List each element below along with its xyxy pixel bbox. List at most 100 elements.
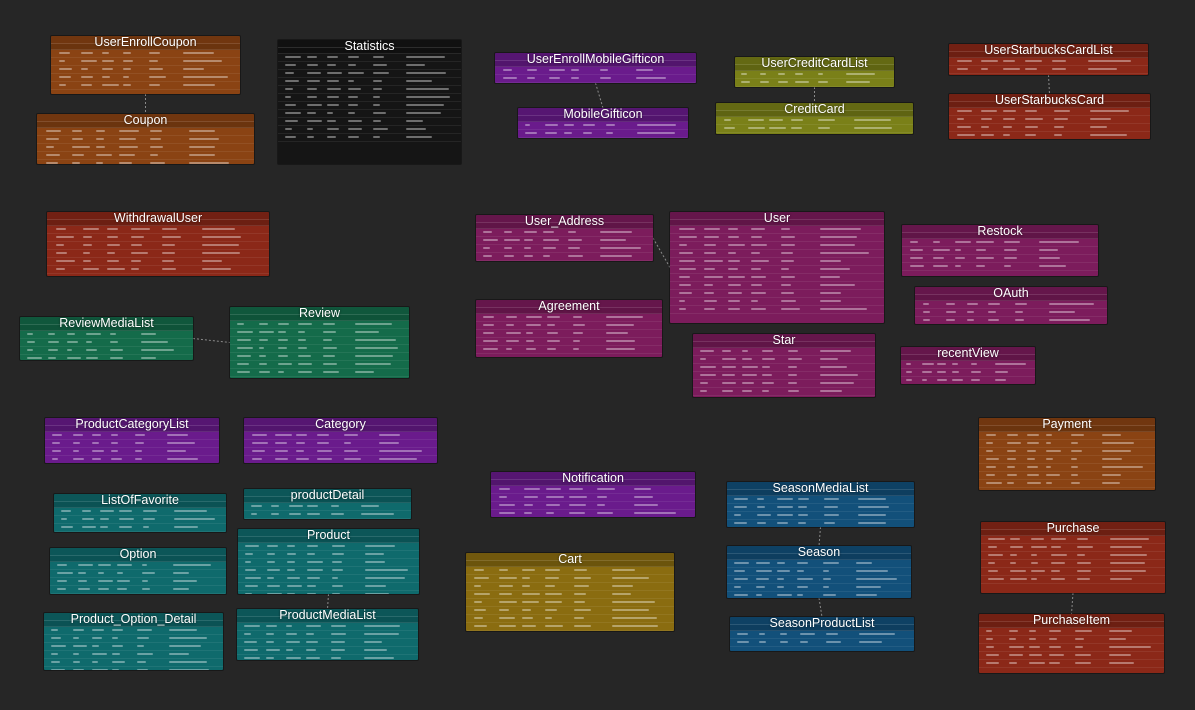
column-row[interactable] <box>901 377 1035 384</box>
entity-product[interactable]: Product <box>238 529 419 594</box>
column-row[interactable] <box>670 306 884 314</box>
column-row[interactable] <box>230 361 409 369</box>
column-row[interactable] <box>979 464 1155 472</box>
column-row[interactable] <box>278 118 461 126</box>
column-row[interactable] <box>949 116 1150 124</box>
column-row[interactable] <box>670 290 884 298</box>
entity-user-address[interactable]: User_Address <box>476 215 653 261</box>
column-row[interactable] <box>670 250 884 258</box>
column-row[interactable] <box>979 432 1155 440</box>
column-row[interactable] <box>902 247 1098 255</box>
column-row[interactable] <box>20 355 193 360</box>
column-row[interactable] <box>37 128 254 136</box>
entity-creditcard[interactable]: CreditCard <box>716 103 913 134</box>
column-row[interactable] <box>727 584 911 592</box>
column-row[interactable] <box>727 504 914 512</box>
column-row[interactable] <box>476 322 662 330</box>
column-row[interactable] <box>476 237 653 245</box>
entity-seasonproductlist[interactable]: SeasonProductList <box>730 617 914 651</box>
column-row[interactable] <box>278 134 461 142</box>
column-row[interactable] <box>47 250 269 258</box>
column-row[interactable] <box>230 345 409 353</box>
column-row[interactable] <box>902 255 1098 263</box>
entity-productmedialist[interactable]: ProductMediaList <box>237 609 418 660</box>
entity-purchaseitem[interactable]: PurchaseItem <box>979 614 1164 673</box>
entity-mobilegifticon[interactable]: MobileGifticon <box>518 108 688 138</box>
column-row[interactable] <box>244 511 411 519</box>
column-row[interactable] <box>949 58 1148 66</box>
column-row[interactable] <box>51 50 240 58</box>
column-row[interactable] <box>979 628 1164 636</box>
column-row[interactable] <box>37 152 254 160</box>
column-row[interactable] <box>981 536 1165 544</box>
entity-productcategorylist[interactable]: ProductCategoryList <box>45 418 219 463</box>
column-row[interactable] <box>50 586 226 594</box>
column-row[interactable] <box>50 570 226 578</box>
column-row[interactable] <box>902 239 1098 247</box>
column-row[interactable] <box>244 432 437 440</box>
column-row[interactable] <box>47 234 269 242</box>
entity-notification[interactable]: Notification <box>491 472 695 517</box>
column-row[interactable] <box>244 456 437 463</box>
column-row[interactable] <box>238 567 419 575</box>
column-row[interactable] <box>476 346 662 354</box>
column-row[interactable] <box>50 578 226 586</box>
column-row[interactable] <box>51 82 240 90</box>
column-row[interactable] <box>476 229 653 237</box>
column-row[interactable] <box>237 655 418 660</box>
column-row[interactable] <box>466 599 674 607</box>
column-row[interactable] <box>466 567 674 575</box>
column-row[interactable] <box>495 75 696 83</box>
entity-season[interactable]: Season <box>727 546 911 598</box>
column-row[interactable] <box>20 339 193 347</box>
column-row[interactable] <box>979 448 1155 456</box>
column-row[interactable] <box>979 472 1155 480</box>
column-row[interactable] <box>491 510 695 517</box>
column-row[interactable] <box>727 512 914 520</box>
column-row[interactable] <box>730 631 914 639</box>
column-row[interactable] <box>230 353 409 361</box>
column-row[interactable] <box>979 636 1164 644</box>
column-row[interactable] <box>47 226 269 234</box>
column-row[interactable] <box>949 132 1150 139</box>
column-row[interactable] <box>915 309 1107 317</box>
column-row[interactable] <box>237 631 418 639</box>
column-row[interactable] <box>476 314 662 322</box>
column-row[interactable] <box>244 503 411 511</box>
column-row[interactable] <box>238 551 419 559</box>
entity-seasonmedialist[interactable]: SeasonMediaList <box>727 482 914 527</box>
column-row[interactable] <box>902 263 1098 271</box>
column-row[interactable] <box>47 258 269 266</box>
column-row[interactable] <box>693 380 875 388</box>
column-row[interactable] <box>476 330 662 338</box>
column-row[interactable] <box>727 520 914 527</box>
column-row[interactable] <box>244 440 437 448</box>
entity-category[interactable]: Category <box>244 418 437 463</box>
column-row[interactable] <box>901 369 1035 377</box>
column-row[interactable] <box>238 583 419 591</box>
column-row[interactable] <box>238 543 419 551</box>
column-row[interactable] <box>670 298 884 306</box>
column-row[interactable] <box>230 329 409 337</box>
column-row[interactable] <box>466 623 674 631</box>
entity-usercreditcardlist[interactable]: UserCreditCardList <box>735 57 894 87</box>
entity-listoffavorite[interactable]: ListOfFavorite <box>54 494 226 532</box>
column-row[interactable] <box>476 245 653 253</box>
column-row[interactable] <box>979 644 1164 652</box>
column-row[interactable] <box>278 110 461 118</box>
column-row[interactable] <box>54 524 226 532</box>
column-row[interactable] <box>981 568 1165 576</box>
column-row[interactable] <box>278 126 461 134</box>
entity-payment[interactable]: Payment <box>979 418 1155 490</box>
column-row[interactable] <box>237 639 418 647</box>
column-row[interactable] <box>670 242 884 250</box>
column-row[interactable] <box>466 615 674 623</box>
column-row[interactable] <box>915 317 1107 324</box>
column-row[interactable] <box>491 502 695 510</box>
entity-userenrollmobilegifticon[interactable]: UserEnrollMobileGifticon <box>495 53 696 83</box>
column-row[interactable] <box>54 516 226 524</box>
entity-agreement[interactable]: Agreement <box>476 300 662 357</box>
column-row[interactable] <box>50 562 226 570</box>
entity-userstarbuckscardlist[interactable]: UserStarbucksCardList <box>949 44 1148 75</box>
entity-coupon[interactable]: Coupon <box>37 114 254 164</box>
